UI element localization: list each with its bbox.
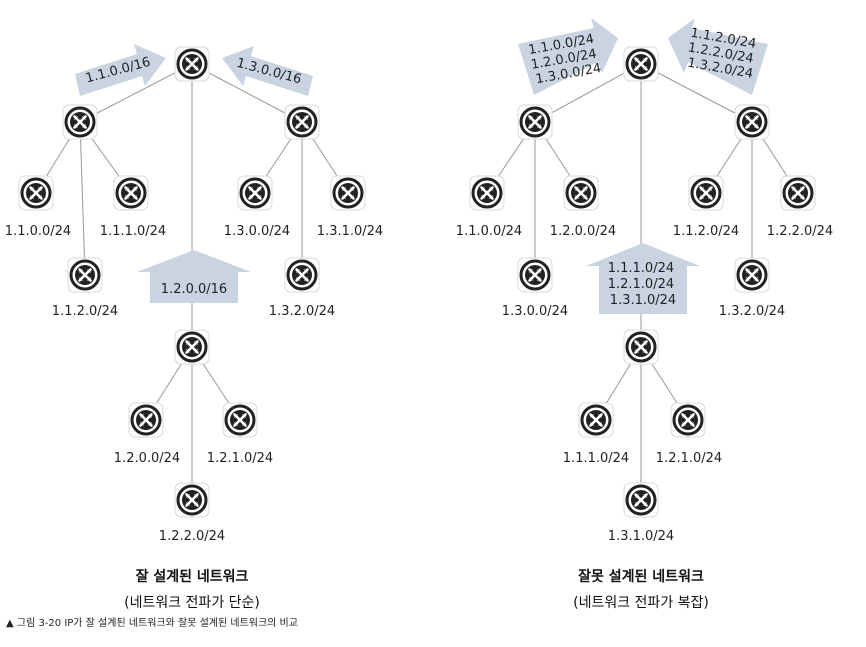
router-icon (468, 174, 506, 212)
router-icon (283, 103, 321, 141)
right-network: 1.1.0.0/24 1.2.0.0/24 1.3.0.0/24 1.1.2.0… (456, 18, 833, 544)
right-title-block: 잘못 설계된 네트워크 (네트워크 전파가 복잡) (541, 566, 741, 612)
router-icon (622, 45, 660, 83)
router-icon (112, 174, 150, 212)
router-icon (516, 256, 554, 294)
router-icon (733, 103, 771, 141)
right-arrow-middle: 1.1.1.0/24 1.2.1.0/24 1.3.1.0/24 (586, 243, 700, 314)
router-icon (622, 328, 660, 366)
router-icon (562, 174, 600, 212)
router-icon (173, 328, 211, 366)
node-label: 1.1.2.0/24 (52, 304, 118, 319)
right-title: 잘못 설계된 네트워크 (578, 569, 704, 585)
router-icon (17, 174, 55, 212)
left-arrow-top-left: 1.1.0.0/16 (75, 44, 166, 96)
node-label: 1.1.1.0/24 (563, 451, 629, 466)
left-arrow-middle: 1.2.0.0/16 (137, 250, 251, 303)
router-icon (516, 103, 554, 141)
router-icon (733, 256, 771, 294)
right-arrow-top-left: 1.1.0.0/24 1.2.0.0/24 1.3.0.0/24 (518, 18, 618, 95)
router-icon (779, 174, 817, 212)
node-label: 1.3.2.0/24 (719, 304, 785, 319)
node-label: 1.2.2.0/24 (767, 224, 833, 239)
left-arrow-top-right: 1.3.0.0/16 (222, 46, 313, 96)
node-label: 1.2.1.0/24 (207, 451, 273, 466)
router-icon (173, 481, 211, 519)
node-label: 1.3.1.0/24 (317, 224, 383, 239)
right-arrow-top-left-label: 1.1.0.0/24 1.2.0.0/24 1.3.0.0/24 (527, 31, 604, 88)
router-icon (687, 174, 725, 212)
node-label: 1.3.2.0/24 (269, 304, 335, 319)
node-label: 1.2.0.0/24 (114, 451, 180, 466)
right-arrow-top-right: 1.1.2.0/24 1.2.2.0/24 1.3.2.0/24 (668, 18, 768, 95)
node-label: 1.2.1.0/24 (656, 451, 722, 466)
left-title: 잘 설계된 네트워크 (135, 569, 249, 585)
router-icon (221, 401, 259, 439)
router-icon (61, 103, 99, 141)
router-icon (66, 256, 104, 294)
node-label: 1.3.1.0/24 (608, 529, 674, 544)
right-arrow-middle-label: 1.1.1.0/24 1.2.1.0/24 1.3.1.0/24 (608, 261, 679, 308)
node-label: 1.1.2.0/24 (673, 224, 739, 239)
node-label: 1.3.0.0/24 (502, 304, 568, 319)
left-arrow-middle-label: 1.2.0.0/16 (161, 282, 227, 297)
left-network: 1.1.0.0/16 1.3.0.0/16 1.2.0.0/16 1.1.0.0… (5, 44, 383, 544)
router-icon (577, 401, 615, 439)
node-label: 1.1.0.0/24 (456, 224, 522, 239)
left-title-block: 잘 설계된 네트워크 (네트워크 전파가 단순) (92, 566, 292, 612)
node-label: 1.3.0.0/24 (224, 224, 290, 239)
left-subtitle: (네트워크 전파가 단순) (124, 595, 260, 611)
node-label: 1.2.2.0/24 (159, 529, 225, 544)
router-icon (127, 401, 165, 439)
node-label: 1.1.1.0/24 (100, 224, 166, 239)
right-arrow-top-right-label: 1.1.2.0/24 1.2.2.0/24 1.3.2.0/24 (684, 26, 761, 83)
router-icon (236, 174, 274, 212)
right-subtitle: (네트워크 전파가 복잡) (573, 595, 709, 611)
node-label: 1.1.0.0/24 (5, 224, 71, 239)
router-icon (173, 45, 211, 83)
router-icon (622, 481, 660, 519)
router-icon (329, 174, 367, 212)
router-icon (669, 401, 707, 439)
node-label: 1.2.0.0/24 (550, 224, 616, 239)
router-icon (283, 256, 321, 294)
figure-caption: ▲ 그림 3-20 IP가 잘 설계된 네트워크와 잘못 설계된 네트워크의 비… (6, 618, 298, 629)
